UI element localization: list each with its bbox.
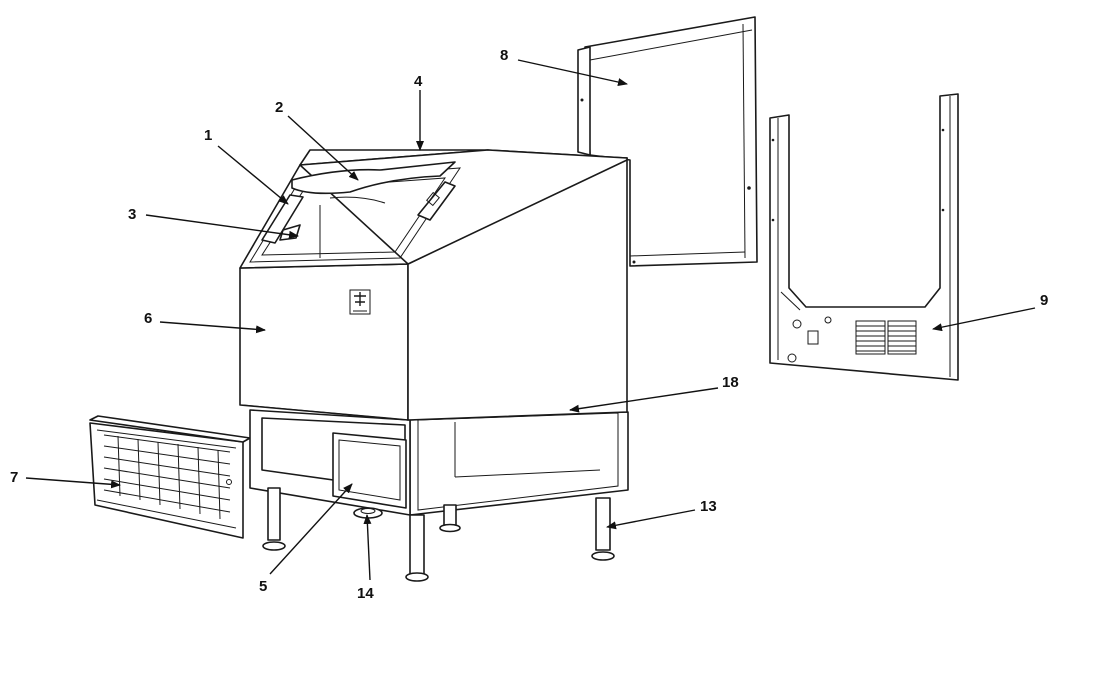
callout-9: 9	[1040, 292, 1048, 309]
callout-14: 14	[357, 585, 374, 602]
leg-rear	[439, 504, 461, 533]
leg-right	[591, 497, 615, 561]
drain-fitting	[353, 507, 383, 519]
ice-machine-cabinet	[239, 149, 629, 582]
callout-7: 7	[10, 469, 18, 486]
leg-front-left	[262, 487, 286, 551]
callout-2: 2	[275, 99, 283, 116]
callout-13: 13	[700, 498, 717, 515]
callout-labels: 1 2 3 4 5 6 7 8 9 13 14 18	[10, 47, 1048, 602]
callout-4: 4	[414, 73, 423, 90]
side-panel	[577, 16, 758, 267]
leg-front-center	[405, 514, 429, 582]
leader-lines	[25, 59, 1036, 581]
callout-3: 3	[128, 206, 136, 223]
rear-panel	[769, 93, 959, 381]
drain-access-cover	[332, 432, 407, 509]
callout-8: 8	[500, 47, 508, 64]
callout-18: 18	[722, 374, 739, 391]
front-grille	[89, 415, 251, 539]
callout-6: 6	[144, 310, 152, 327]
callout-5: 5	[259, 578, 267, 595]
rear-vent-grille	[855, 320, 917, 355]
callout-1: 1	[204, 127, 212, 144]
logo-badge	[349, 289, 371, 315]
